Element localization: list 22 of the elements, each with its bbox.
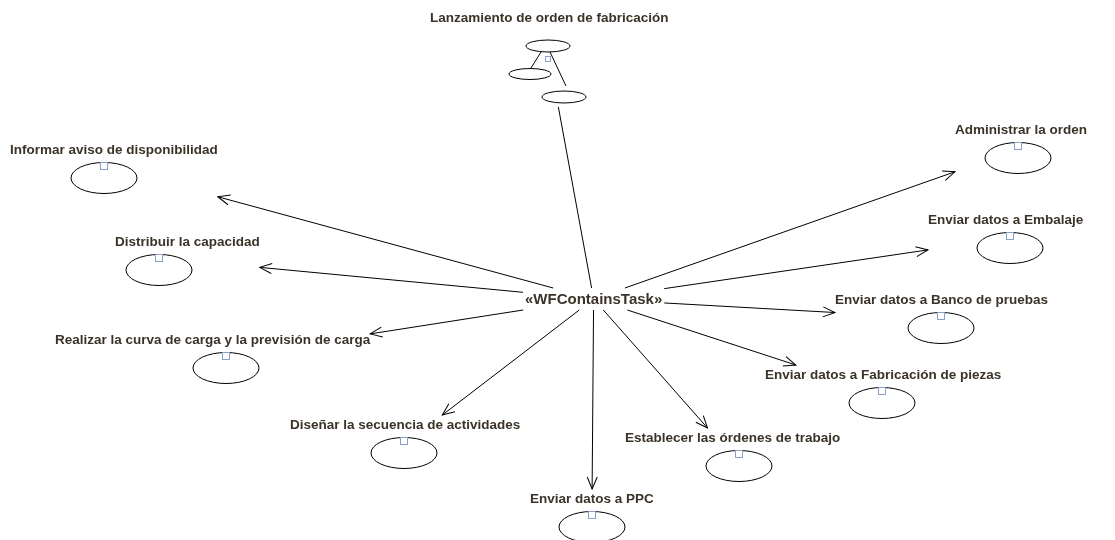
use-case-title: Administrar la orden <box>955 122 1088 138</box>
use-case-title: Diseñar la secuencia de actividades <box>290 417 521 433</box>
use-case-title: Informar aviso de disponibilidad <box>10 142 218 158</box>
arrow <box>259 263 524 293</box>
arrow <box>217 194 554 289</box>
use-case-title: Distribuir la capacidad <box>115 234 260 250</box>
arrow <box>369 309 524 338</box>
arrow <box>441 309 580 416</box>
use-case-title: Enviar datos a Embalaje <box>928 212 1084 228</box>
use-case-title: Establecer las órdenes de trabajo <box>625 430 841 446</box>
arrow <box>602 309 708 429</box>
arrow <box>624 170 956 289</box>
arrow <box>663 246 929 290</box>
use-case-title: Lanzamiento de orden de fabricación <box>430 10 669 26</box>
connector-line <box>557 106 593 289</box>
use-case-title: Enviar datos a Banco de pruebas <box>835 292 1049 308</box>
use-case-title: Realizar la curva de carga y la previsión de carga <box>55 332 371 348</box>
use-case-title: Enviar datos a Fabricación de piezas <box>765 367 1002 383</box>
arrow <box>663 302 836 318</box>
arrow <box>586 309 598 490</box>
use-case-title: Enviar datos a PPC <box>530 491 654 507</box>
arrow <box>626 309 797 367</box>
